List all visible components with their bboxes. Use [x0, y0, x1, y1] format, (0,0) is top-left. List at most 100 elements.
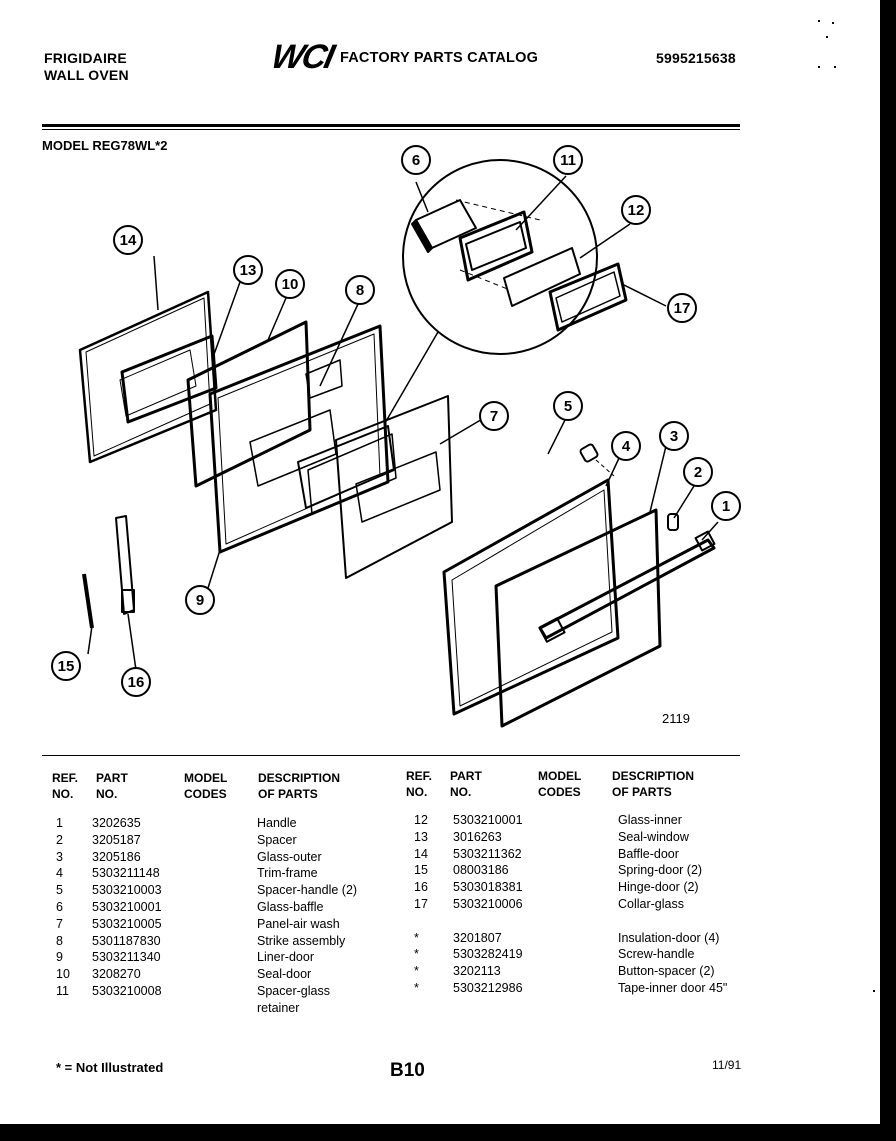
left-row-desc: Spacer-glass [257, 983, 330, 998]
right-row-desc: Spring-door (2) [618, 863, 703, 878]
left-row-desc: Glass-baffle [257, 899, 324, 914]
catalog-number: 5995215638 [656, 50, 736, 66]
brand-line-1: FRIGIDAIRE [44, 50, 127, 66]
scan-speck [832, 22, 834, 24]
scan-speck [826, 36, 828, 38]
callout-7: 7 [479, 401, 509, 431]
svg-text:15: 15 [58, 658, 75, 675]
left-row-ref: 6 [56, 899, 63, 914]
left-row-part: 5301187830 [92, 933, 161, 948]
page-border-bottom [0, 1124, 896, 1141]
scan-speck [818, 66, 820, 68]
callout-2: 2 [683, 457, 713, 487]
right-row-part: 5303210006 [453, 896, 523, 911]
header-ref-no: REF.NO. [52, 771, 79, 801]
svg-text:3: 3 [670, 428, 678, 445]
left-row-ref: 8 [56, 933, 63, 948]
callout-6: 6 [401, 145, 431, 175]
right-row-ref [414, 913, 444, 930]
svg-text:2: 2 [694, 464, 702, 481]
right-row-part: 08003186 [453, 863, 509, 878]
svg-text:16: 16 [128, 674, 145, 691]
callout-9: 9 [185, 585, 215, 615]
left-row-ref: 3 [56, 849, 63, 864]
right-row-part: 3202113 [453, 964, 501, 979]
callout-5: 5 [553, 391, 583, 421]
figure-number: 2119 [662, 711, 690, 726]
callout-10: 10 [275, 269, 305, 299]
left-row-ref: 2 [56, 832, 63, 847]
callout-8: 8 [345, 275, 375, 305]
wci-logo: WCI [268, 38, 337, 76]
right-row-desc: Insulation-door (4) [618, 930, 720, 945]
left-row-ref: 11 [56, 983, 69, 998]
right-row-ref: 17 [414, 896, 428, 911]
right-row-ref: 15 [414, 863, 428, 878]
right-row-desc: Baffle-door [618, 846, 679, 861]
right-row-part [453, 913, 523, 930]
left-row-desc: Strike assembly [257, 933, 346, 948]
left-row-part: 5303210001 [92, 899, 162, 914]
callout-11: 11 [553, 145, 583, 175]
brand-line-2: WALL OVEN [44, 67, 129, 83]
header-ref-no-right: REF.NO. [406, 769, 433, 799]
left-row-desc: Liner-door [257, 950, 314, 965]
svg-text:1: 1 [722, 498, 730, 515]
scan-speck [818, 20, 820, 22]
left-row-ref: 5 [56, 883, 63, 898]
left-row-part: 5303210005 [92, 916, 162, 931]
left-row-ref: 7 [56, 916, 63, 931]
right-row-desc: Tape-inner door 45" [618, 980, 728, 995]
left-row-ref: 1 [56, 816, 63, 830]
left-row-part: 3202635 [92, 816, 141, 830]
right-row-desc: Button-spacer (2) [618, 964, 715, 979]
svg-text:12: 12 [628, 202, 645, 219]
callout-4: 4 [611, 431, 641, 461]
right-row-part: 5303211362 [453, 846, 522, 861]
scan-speck [834, 66, 836, 68]
right-row-ref: 13 [414, 829, 428, 844]
left-row-part: 5303211340 [92, 950, 161, 965]
right-row-ref: 12 [414, 813, 428, 827]
right-row-ref: * [414, 930, 419, 945]
right-row-ref: * [414, 980, 419, 995]
right-row-desc [618, 913, 727, 930]
left-row-desc: Trim-frame [257, 866, 318, 881]
callout-3: 3 [659, 421, 689, 451]
left-row-desc: Spacer-handle (2) [257, 883, 358, 898]
detail-magnifier-circle [402, 159, 598, 355]
right-row-part: 5303282419 [453, 947, 523, 962]
header-rule [42, 124, 740, 127]
right-row-desc: Collar-glass [618, 896, 684, 911]
svg-text:9: 9 [196, 592, 204, 609]
svg-text:10: 10 [282, 276, 299, 293]
left-row-part: 5303211148 [92, 866, 160, 881]
not-illustrated-note: * = Not Illustrated [56, 1060, 164, 1075]
left-row-part: 3208270 [92, 967, 141, 982]
left-row-part: 3205186 [92, 849, 141, 864]
svg-text:11: 11 [560, 152, 576, 169]
left-row-part: 3205187 [92, 832, 141, 847]
right-row-part: 5303212986 [453, 980, 523, 995]
right-row-ref: * [414, 947, 419, 962]
callout-15: 15 [51, 651, 81, 681]
left-row-desc: Glass-outer [257, 849, 322, 864]
right-row-ref: 14 [414, 846, 428, 861]
callout-13: 13 [233, 255, 263, 285]
svg-text:13: 13 [240, 262, 257, 279]
callout-16: 16 [121, 667, 151, 697]
left-row-part: 5303210003 [92, 883, 162, 898]
page-code: B10 [390, 1060, 425, 1081]
svg-text:4: 4 [622, 438, 631, 455]
left-row-ref: 9 [56, 950, 63, 965]
left-row-desc: Spacer [257, 832, 297, 847]
